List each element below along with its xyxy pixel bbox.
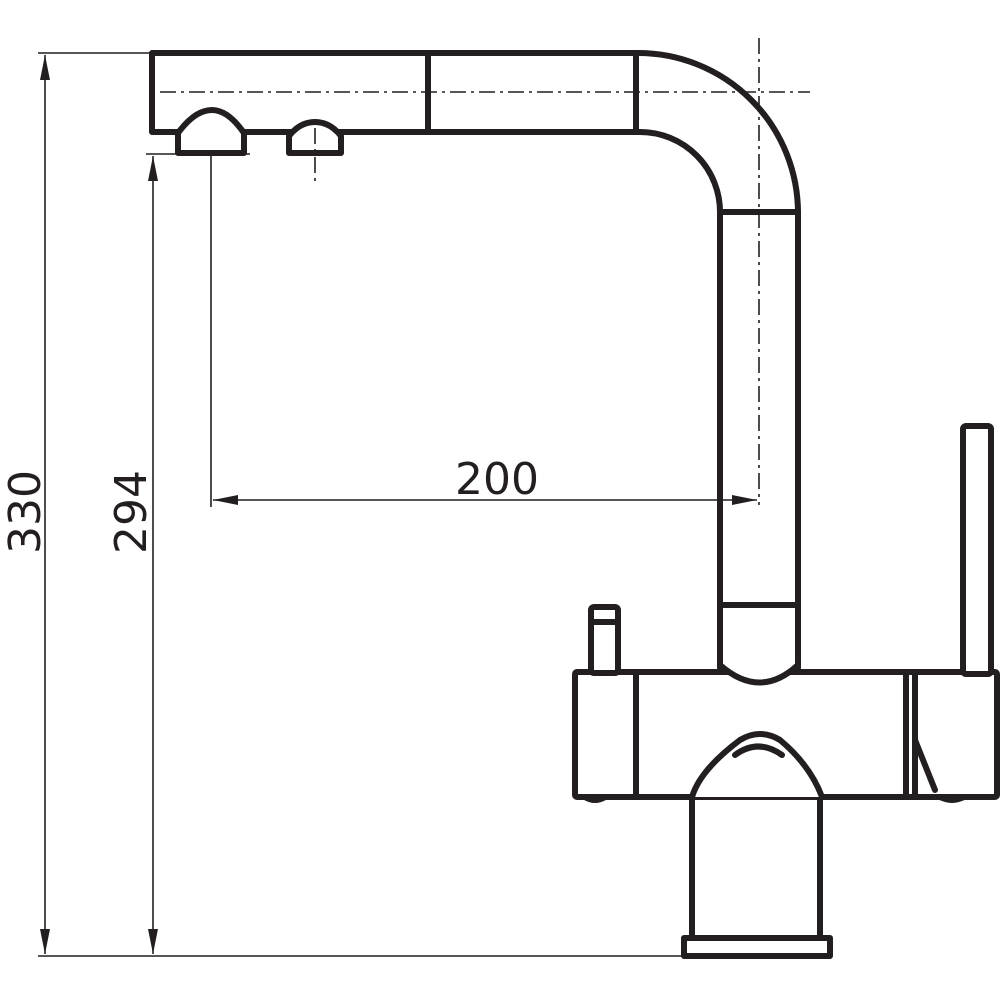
base-plate — [681, 935, 833, 959]
arrowhead-330-bottom — [40, 929, 50, 954]
left-filter-tap — [588, 604, 621, 676]
dimension-label-294: 294 — [106, 470, 157, 554]
right-lever — [960, 423, 994, 677]
arrowhead-294-bottom — [148, 929, 158, 954]
arrowhead-330-top — [40, 55, 50, 80]
arrowhead-294-top — [148, 156, 158, 181]
front-lever-inner — [732, 743, 785, 758]
dimension-overall-height: 330 — [0, 52, 690, 957]
front-lever — [689, 731, 825, 800]
dimension-reach: 200 — [210, 156, 757, 507]
arrowhead-200-left — [213, 495, 238, 505]
aerator-main — [175, 107, 247, 156]
body-foot-left — [582, 794, 608, 803]
dimension-label-200: 200 — [455, 454, 539, 505]
base-stem — [689, 792, 823, 943]
dimension-outlet-height: 294 — [106, 153, 250, 954]
arrowhead-200-right — [732, 495, 757, 505]
body-foot-right — [937, 794, 967, 803]
center-lines — [160, 38, 810, 505]
faucet-outline — [149, 50, 1000, 959]
spout — [149, 50, 801, 671]
spout-collar — [717, 662, 801, 686]
right-lever-hinge — [912, 737, 938, 793]
dimension-label-330: 330 — [0, 470, 51, 554]
